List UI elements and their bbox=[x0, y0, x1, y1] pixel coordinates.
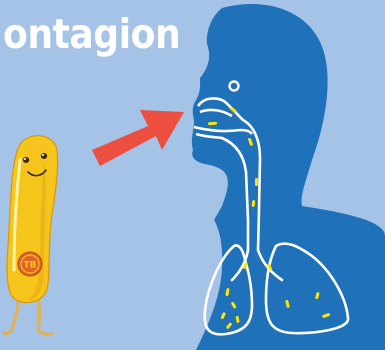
bacterium-leg-left bbox=[4, 296, 20, 333]
bacterium-eye-shine bbox=[42, 154, 44, 156]
bacterium-leg-right bbox=[38, 296, 52, 334]
arrow-icon bbox=[92, 110, 184, 166]
page-title: ontagion bbox=[3, 10, 180, 58]
tb-badge-label: TB bbox=[24, 261, 37, 271]
bacterium-eye-right bbox=[41, 153, 47, 159]
bacterium-eye-shine bbox=[24, 158, 26, 160]
tb-bacterium-character: TB bbox=[4, 136, 58, 335]
bacterium-eye-left bbox=[23, 157, 29, 163]
human-silhouette bbox=[192, 4, 385, 350]
tb-particle bbox=[255, 178, 258, 186]
